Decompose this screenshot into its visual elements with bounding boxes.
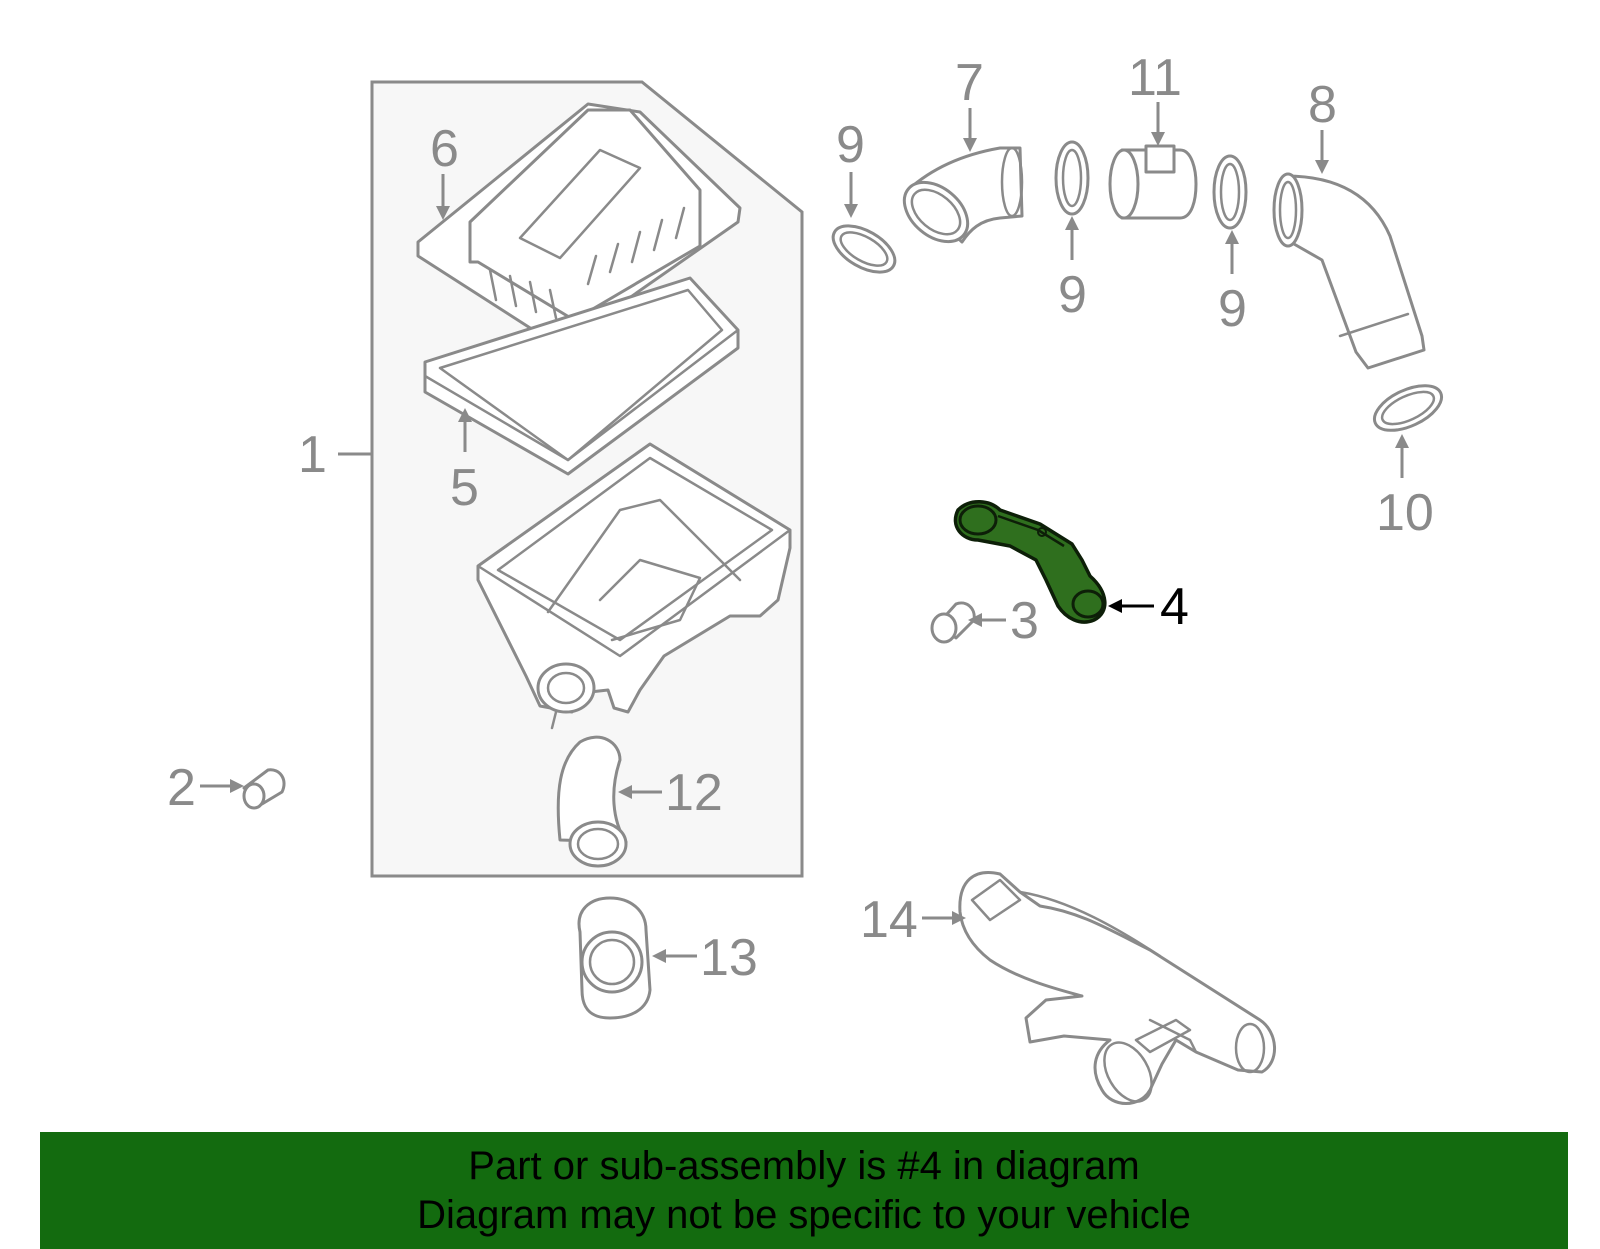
banner-line-1: Part or sub-assembly is #4 in diagram xyxy=(468,1143,1140,1188)
part-14-intake-duct[interactable] xyxy=(958,871,1276,1110)
callout-12: 12 xyxy=(665,764,723,822)
part-9-clamp-left[interactable] xyxy=(826,216,903,281)
part-7-elbow-hose[interactable] xyxy=(893,146,1024,254)
part-4-bracket-highlighted[interactable] xyxy=(953,500,1107,624)
callout-6: 6 xyxy=(430,120,459,178)
callout-3: 3 xyxy=(1010,592,1039,650)
callout-5: 5 xyxy=(450,459,479,517)
info-banner: Part or sub-assembly is #4 in diagram Di… xyxy=(40,1132,1568,1249)
part-8-outlet-hose[interactable] xyxy=(1272,172,1426,370)
part-11-mass-air-flow-sensor[interactable] xyxy=(1108,144,1198,220)
part-1-air-cleaner-housing[interactable] xyxy=(476,442,792,730)
part-6-air-cleaner-cover[interactable] xyxy=(416,102,742,344)
callout-11: 11 xyxy=(1128,49,1182,107)
callout-9-left: 9 xyxy=(836,116,865,174)
callout-10: 10 xyxy=(1376,484,1434,542)
banner-line-2: Diagram may not be specific to your vehi… xyxy=(417,1192,1191,1237)
callout-1: 1 xyxy=(298,426,327,484)
callout-14: 14 xyxy=(860,891,918,949)
callout-8: 8 xyxy=(1308,76,1337,134)
part-9-clamp-right[interactable] xyxy=(1212,154,1248,230)
callout-4: 4 xyxy=(1160,578,1189,636)
callout-13: 13 xyxy=(700,929,758,987)
callout-2: 2 xyxy=(167,759,196,817)
callout-9-right: 9 xyxy=(1218,280,1247,338)
part-12-inlet-duct[interactable] xyxy=(556,735,628,868)
part-3-grommet[interactable] xyxy=(930,601,976,644)
part-13-resonator[interactable] xyxy=(577,896,652,1020)
part-5-air-filter[interactable] xyxy=(423,276,740,476)
callout-9-middle: 9 xyxy=(1058,266,1087,324)
part-10-clamp[interactable] xyxy=(1368,376,1448,439)
part-2-grommet[interactable] xyxy=(242,768,286,810)
callout-7: 7 xyxy=(955,54,984,112)
part-9-clamp-middle[interactable] xyxy=(1054,140,1090,216)
